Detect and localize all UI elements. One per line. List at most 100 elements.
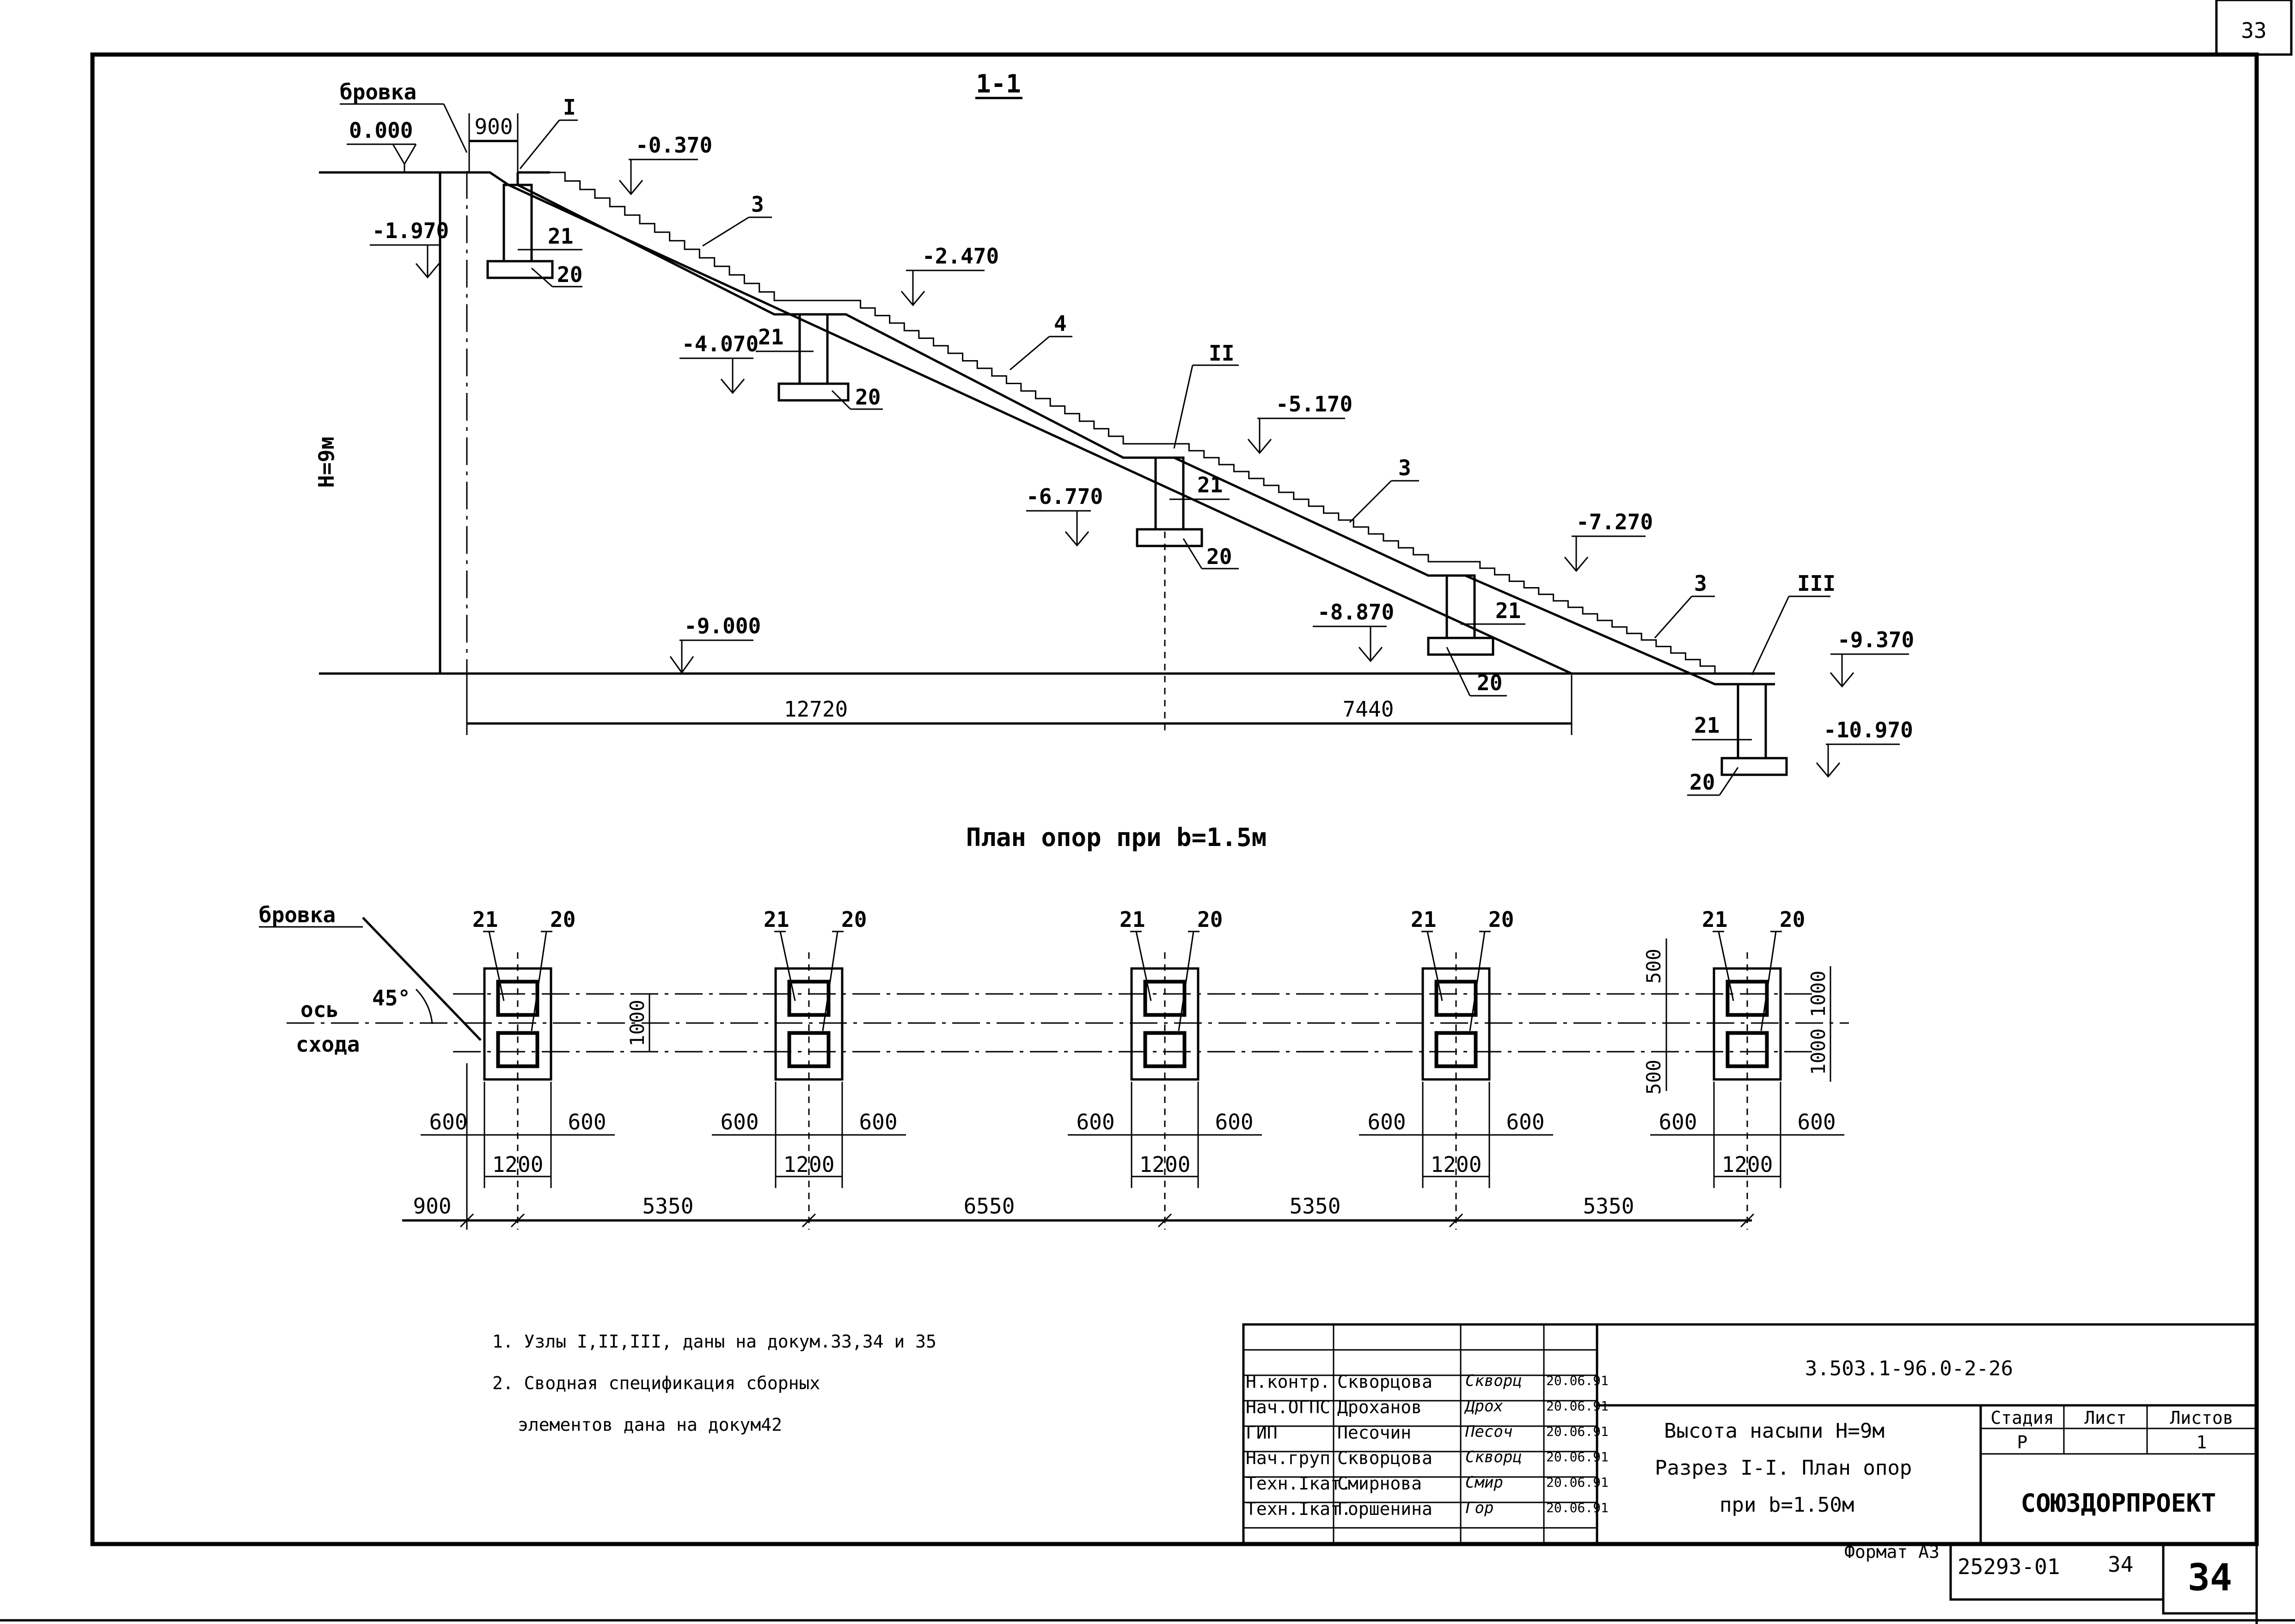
doc-code: 3.503.1-96.0-2-26 [1805, 1357, 2013, 1380]
plan-support-3-dim-1200: 1200 [1139, 1152, 1191, 1177]
support-2-plate: 20 [855, 385, 881, 410]
support-4-block: 21 [1495, 598, 1521, 623]
support-2 [777, 313, 850, 402]
page-number: 34 [2188, 1556, 2232, 1599]
people-role: Н.контр. [1246, 1372, 1330, 1392]
people-signature: Смир [1465, 1473, 1503, 1492]
plan-support-3-dim-600-right: 600 [1215, 1109, 1253, 1134]
title-line-2: Разрез I-I. План опор [1655, 1456, 1912, 1480]
elevation-marks: 0.000 -0.370 -1.970 -2.470 -4.070 -5.170… [347, 118, 1914, 778]
title-line-1: Высота насыпи Н=9м [1664, 1419, 1885, 1443]
dim-7440: 7440 [1343, 697, 1394, 722]
dim-1000-right-top: 1000 [1807, 970, 1830, 1017]
corner-box [2215, 0, 2293, 56]
plan-support-2-plate: 20 [841, 907, 867, 932]
spacing-900: 900 [413, 1194, 451, 1219]
support-4-plate: 20 [1477, 670, 1502, 695]
mark-4: -4.070 [682, 331, 759, 356]
plan-support-3-block: 21 [1120, 907, 1145, 932]
sheets-value: 1 [2197, 1432, 2207, 1452]
plan-supports: 21 20 600 600 1200 21 20 600 600 1200 21 20 600 600 12… [421, 907, 1844, 1230]
support-5-plate: 20 [1689, 770, 1715, 795]
plan-support-4-dim-600-right: 600 [1506, 1109, 1544, 1134]
org-name: СОЮЗДОРПРОЕКТ [2021, 1489, 2216, 1518]
dim-500-bottom: 500 [1642, 1060, 1665, 1095]
mark-8: -8.870 [1317, 600, 1394, 625]
mark-2: -1.970 [372, 218, 449, 243]
people-signature: Песоч [1465, 1422, 1512, 1441]
mark-11: -10.970 [1824, 717, 1913, 742]
people-name: Скворцова [1337, 1448, 1432, 1468]
people-role: Техн.Iкат. [1246, 1473, 1352, 1494]
section-title: 1-1 [976, 69, 1021, 98]
support-4 [1427, 574, 1494, 656]
spacing-5350-b: 5350 [1290, 1194, 1341, 1219]
plan-support-2-dim-600-left: 600 [720, 1109, 759, 1134]
plan-support-3-plate: 20 [1197, 907, 1223, 932]
people-date: 20.06.91 [1546, 1500, 1609, 1515]
node-label-1: I [563, 95, 576, 120]
mark-9: -9.000 [684, 613, 761, 638]
plan-axis-label-2: схода [296, 1032, 360, 1057]
note-1: 1. Узлы I,II,III, даны на докум.33,34 и … [492, 1331, 936, 1352]
plan-support-4-plate: 20 [1488, 907, 1514, 932]
mark-10: -9.370 [1837, 627, 1914, 652]
mark-1: -0.370 [636, 133, 712, 158]
plan-support-1-dim-600-right: 600 [568, 1109, 606, 1134]
section-edge-label: бровка [340, 80, 416, 104]
people-date: 20.06.91 [1546, 1449, 1609, 1465]
people-role: Нач.груп [1246, 1448, 1330, 1468]
plan-support-1-dim-1200: 1200 [492, 1152, 544, 1177]
mark-5: -5.170 [1276, 392, 1353, 417]
plan-axis-label-1: ось [300, 997, 339, 1022]
part-label-4: 4 [1054, 311, 1067, 336]
spacing-5350-c: 5350 [1583, 1194, 1634, 1219]
mark-3: -2.470 [922, 244, 999, 269]
plan-support-5-dim-1200: 1200 [1722, 1152, 1773, 1177]
embankment-slope [467, 171, 1573, 675]
plan-support-4-dim-600-left: 600 [1367, 1109, 1406, 1134]
support-3-plate: 20 [1206, 544, 1232, 569]
spacing-5350-a: 5350 [643, 1194, 694, 1219]
stair-underside [517, 184, 1775, 686]
people-date: 20.06.91 [1546, 1373, 1609, 1388]
dim-12720: 12720 [784, 697, 848, 722]
plan-support-2-block: 21 [764, 907, 789, 932]
part-label-3a: 3 [751, 192, 764, 217]
support-5-block: 21 [1694, 713, 1720, 738]
people-name: Горшенина [1337, 1499, 1432, 1519]
people-signature: Дрох [1464, 1397, 1503, 1416]
sheet-frame [90, 52, 2259, 1546]
sheet-header: Лист [2084, 1408, 2127, 1428]
node-label-3: III [1797, 571, 1836, 596]
plan-support-2-dim-600-right: 600 [859, 1109, 897, 1134]
people-name: Смирнова [1337, 1473, 1422, 1494]
dim-500-top: 500 [1642, 949, 1665, 984]
plan-support-2-dim-1200: 1200 [783, 1152, 835, 1177]
people-name: Песочин [1337, 1422, 1411, 1443]
plan-support-2: 21 20 600 600 1200 [712, 907, 906, 1230]
plan-support-5-block: 21 [1702, 907, 1727, 932]
part-label-3c: 3 [1694, 571, 1707, 596]
mark-7: -7.270 [1576, 509, 1653, 534]
people-date: 20.06.91 [1546, 1475, 1609, 1490]
people-signature: Гор [1465, 1499, 1493, 1517]
people-role: ГИП [1246, 1422, 1278, 1443]
support-2-block: 21 [758, 325, 783, 349]
plan-support-1-block: 21 [472, 907, 498, 932]
node-label-2: II [1209, 341, 1234, 366]
people-date: 20.06.91 [1546, 1398, 1609, 1414]
sheets-header: Листов [2170, 1408, 2233, 1428]
support-1-plate: 20 [557, 262, 582, 287]
people-role: Нач.ОГПС [1246, 1397, 1330, 1417]
plan-edge-label: бровка [259, 902, 336, 927]
note-3: элементов дана на докум42 [518, 1415, 782, 1435]
title-block: 3.503.1-96.0-2-26 Высота насыпи Н=9м Раз… [1242, 1323, 2258, 1615]
